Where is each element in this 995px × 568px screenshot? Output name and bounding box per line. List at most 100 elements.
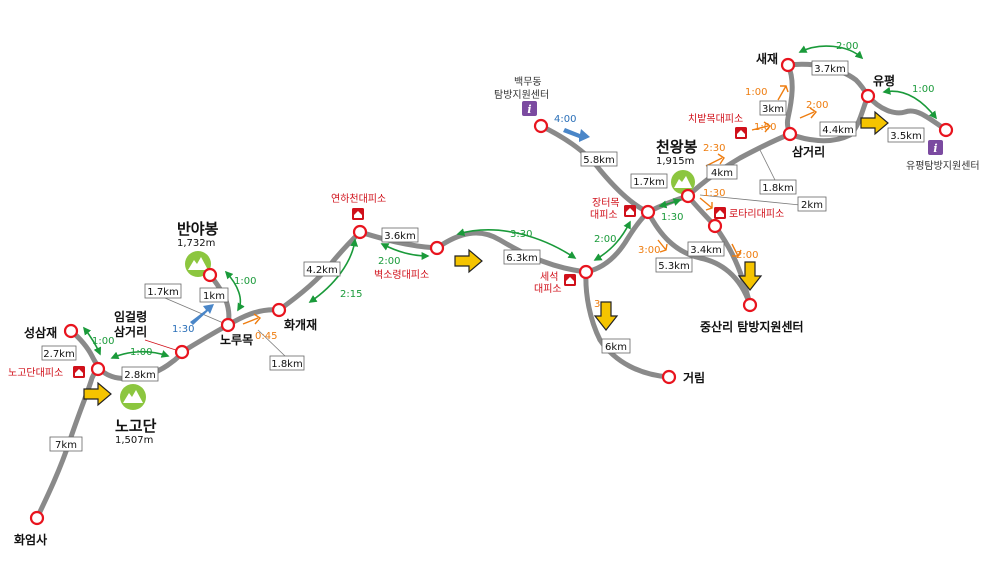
svg-text:2.8km: 2.8km bbox=[124, 370, 155, 381]
time-label: 1:00 bbox=[754, 122, 776, 133]
time-label: 0:45 bbox=[255, 331, 277, 342]
time-label: 2:30 bbox=[703, 143, 725, 154]
time-arrow bbox=[83, 326, 102, 356]
visitor-center-label: 유평탐방지원센터 bbox=[906, 160, 980, 172]
trail-norumok-hwagaejae bbox=[225, 307, 282, 328]
node-imgeollyeong[interactable] bbox=[174, 344, 190, 360]
leader-line bbox=[759, 149, 776, 181]
time-label: 1:00 bbox=[745, 87, 767, 98]
distance-label: 5.8km bbox=[580, 151, 618, 167]
node-seseok[interactable] bbox=[578, 264, 594, 280]
time-label: 3:30 bbox=[510, 229, 532, 240]
svg-text:3.7km: 3.7km bbox=[814, 64, 845, 75]
node-seongsamjae[interactable] bbox=[63, 323, 79, 339]
svg-text:2km: 2km bbox=[801, 200, 823, 211]
node-saejae[interactable] bbox=[780, 57, 796, 73]
distance-label: 3.4km bbox=[687, 241, 725, 257]
shelter-label: 로타리대피소 bbox=[729, 208, 784, 220]
time-arrow bbox=[110, 350, 170, 360]
node-jangteomok[interactable] bbox=[640, 204, 656, 220]
node-baekmudong[interactable] bbox=[533, 118, 549, 134]
time-arrow bbox=[658, 198, 682, 209]
node-samgeori[interactable] bbox=[782, 126, 798, 142]
svg-text:1.7km: 1.7km bbox=[633, 177, 664, 188]
time-label: 1:00 bbox=[234, 276, 256, 287]
distance-boxes: 7km 2.7km 2.8km 1.7km 1km 1.8km 4.2km 3.… bbox=[41, 60, 925, 452]
node-rotary[interactable] bbox=[707, 218, 723, 234]
svg-text:1.7km: 1.7km bbox=[147, 287, 178, 298]
svg-text:3.5km: 3.5km bbox=[890, 131, 921, 142]
node-georim[interactable] bbox=[661, 369, 677, 385]
time-label: 4:00 bbox=[554, 114, 576, 125]
trail-nodes bbox=[29, 57, 954, 526]
shelter-icons bbox=[73, 127, 747, 378]
node-hwaeomsa[interactable] bbox=[29, 510, 45, 526]
svg-text:1.8km: 1.8km bbox=[762, 183, 793, 194]
distance-label: 1.8km bbox=[269, 355, 305, 371]
peak-elevation: 1,732m bbox=[177, 238, 215, 249]
yellow-arrows bbox=[83, 110, 889, 407]
node-norumok[interactable] bbox=[220, 317, 236, 333]
distance-label: 2km bbox=[797, 196, 827, 212]
info-icon: i bbox=[928, 140, 943, 155]
visitor-icons: i i bbox=[522, 101, 943, 155]
distance-label: 7km bbox=[49, 436, 83, 452]
place-label: 화개재 bbox=[284, 317, 317, 332]
svg-text:5.3km: 5.3km bbox=[658, 261, 689, 272]
node-yupyeong-visitor[interactable] bbox=[938, 122, 954, 138]
direction-arrow-icon bbox=[731, 243, 742, 257]
place-label: 노루목 bbox=[220, 333, 253, 347]
svg-text:6km: 6km bbox=[605, 342, 627, 353]
shelter-house-icon bbox=[714, 207, 726, 219]
distance-label: 1km bbox=[199, 287, 229, 303]
node-banyabong[interactable] bbox=[202, 267, 218, 283]
shelter-house-icon bbox=[352, 208, 364, 220]
node-jungsanri[interactable] bbox=[742, 297, 758, 313]
time-label: 1:00 bbox=[130, 347, 152, 358]
time-arrow bbox=[380, 243, 430, 260]
node-nogodan-shelter[interactable] bbox=[90, 361, 106, 377]
shelter-label: 세석 bbox=[540, 271, 558, 283]
place-label: 새재 bbox=[756, 51, 778, 66]
place-label: 삼거리 bbox=[792, 144, 825, 159]
shelter-house-icon bbox=[624, 205, 636, 217]
distance-label: 1.7km bbox=[144, 283, 182, 299]
time-arrow bbox=[308, 238, 359, 303]
trail-jangteomok-jungsanri bbox=[645, 209, 753, 308]
time-arrow bbox=[456, 228, 577, 259]
node-hwagaejae[interactable] bbox=[271, 302, 287, 318]
trail-cheonwangbong-chibatmok bbox=[685, 131, 793, 199]
direction-arrow-icon bbox=[860, 110, 889, 136]
distance-label: 6km bbox=[601, 338, 631, 354]
time-label: 2:00 bbox=[806, 100, 828, 111]
svg-text:4.2km: 4.2km bbox=[306, 265, 337, 276]
direction-arrow-icon bbox=[799, 107, 818, 119]
leader-line bbox=[164, 297, 229, 326]
shelter-house-icon bbox=[73, 366, 85, 378]
orange-arrows bbox=[242, 85, 818, 325]
direction-arrow-icon bbox=[563, 128, 590, 142]
trail-baekmudong-jangteomok bbox=[538, 123, 651, 215]
time-label: 3:00 bbox=[638, 245, 660, 256]
time-label: 1:00 bbox=[912, 84, 934, 95]
time-label: 1:30 bbox=[661, 212, 683, 223]
shelter-label: 장터목 bbox=[592, 197, 620, 209]
time-arrow bbox=[593, 220, 631, 261]
place-label: 거림 bbox=[683, 370, 705, 385]
svg-text:1km: 1km bbox=[203, 291, 225, 302]
mountain-peak-icon bbox=[120, 384, 146, 410]
node-yupyeong[interactable] bbox=[860, 88, 876, 104]
place-label: 성삼재 bbox=[24, 325, 57, 340]
direction-arrow-icon bbox=[454, 248, 483, 274]
direction-arrow-icon bbox=[190, 304, 214, 325]
mountain-peak-icon bbox=[671, 170, 695, 194]
node-byeoksoryeong[interactable] bbox=[429, 240, 445, 256]
place-label: 임걸령 bbox=[114, 310, 147, 324]
direction-arrow-icon bbox=[737, 261, 763, 291]
node-yeonhacheon[interactable] bbox=[352, 224, 368, 240]
time-labels: 1:00 1:00 1:30 1:00 0:45 2:15 2:00 3:30 … bbox=[92, 41, 934, 358]
direction-arrow-icon bbox=[699, 197, 713, 211]
time-label: 2:15 bbox=[340, 289, 362, 300]
node-cheonwangbong[interactable] bbox=[680, 188, 696, 204]
peak-name: 노고단 bbox=[115, 417, 157, 435]
